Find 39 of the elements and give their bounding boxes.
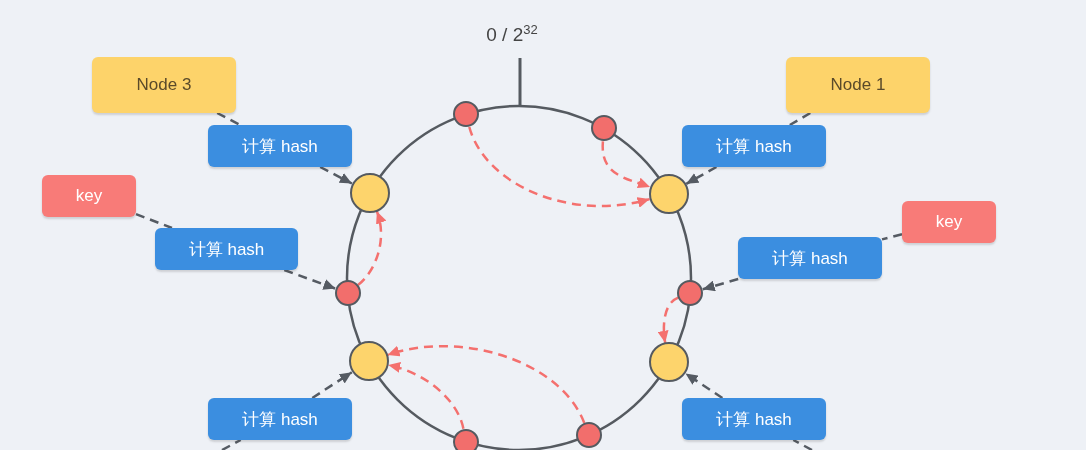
curved-dashed-arrow [357, 211, 386, 287]
ring-node-circle [349, 172, 390, 213]
node-box: Node 1 [786, 57, 930, 113]
hash-box: 计算 hash [208, 125, 352, 167]
curved-dashed-arrow [601, 141, 651, 189]
ring-node-circle [648, 342, 689, 383]
dashed-arrow [283, 268, 336, 290]
hash-box: 计算 hash [155, 228, 298, 270]
hash-box: 计算 hash [738, 237, 882, 279]
dashed-line [221, 438, 242, 450]
key-box: key [902, 201, 996, 243]
hash-box: 计算 hash [682, 125, 826, 167]
position-label: 0 / 2$^{32}$ [486, 22, 538, 47]
dashed-arrow [311, 371, 353, 400]
key-box: key [42, 175, 136, 217]
ring-node-circle [348, 341, 389, 382]
ring-point-dot [590, 115, 617, 142]
dashed-line [792, 438, 813, 450]
curved-dashed-arrow [387, 344, 586, 424]
dashed-line [789, 111, 811, 127]
dashed-line [135, 212, 173, 230]
hash-box: 计算 hash [682, 398, 826, 440]
dashed-line [881, 233, 903, 241]
ring-point-dot [334, 280, 361, 306]
ring-point-dot [452, 428, 479, 450]
curved-dashed-arrow [657, 296, 679, 343]
ring-point-dot [452, 101, 479, 128]
ring-node-circle [648, 173, 689, 214]
dashed-arrow [685, 165, 717, 185]
curved-dashed-arrow [468, 126, 650, 208]
ring-point-dot [575, 422, 602, 449]
hash-box: 计算 hash [208, 398, 352, 440]
dashed-line [216, 111, 241, 127]
dashed-arrow [684, 372, 724, 400]
node-box: Node 3 [92, 57, 236, 113]
dashed-arrow [702, 277, 739, 292]
dashed-arrow [319, 165, 353, 185]
ring-point-dot [677, 280, 704, 306]
curved-dashed-arrow [387, 362, 465, 430]
